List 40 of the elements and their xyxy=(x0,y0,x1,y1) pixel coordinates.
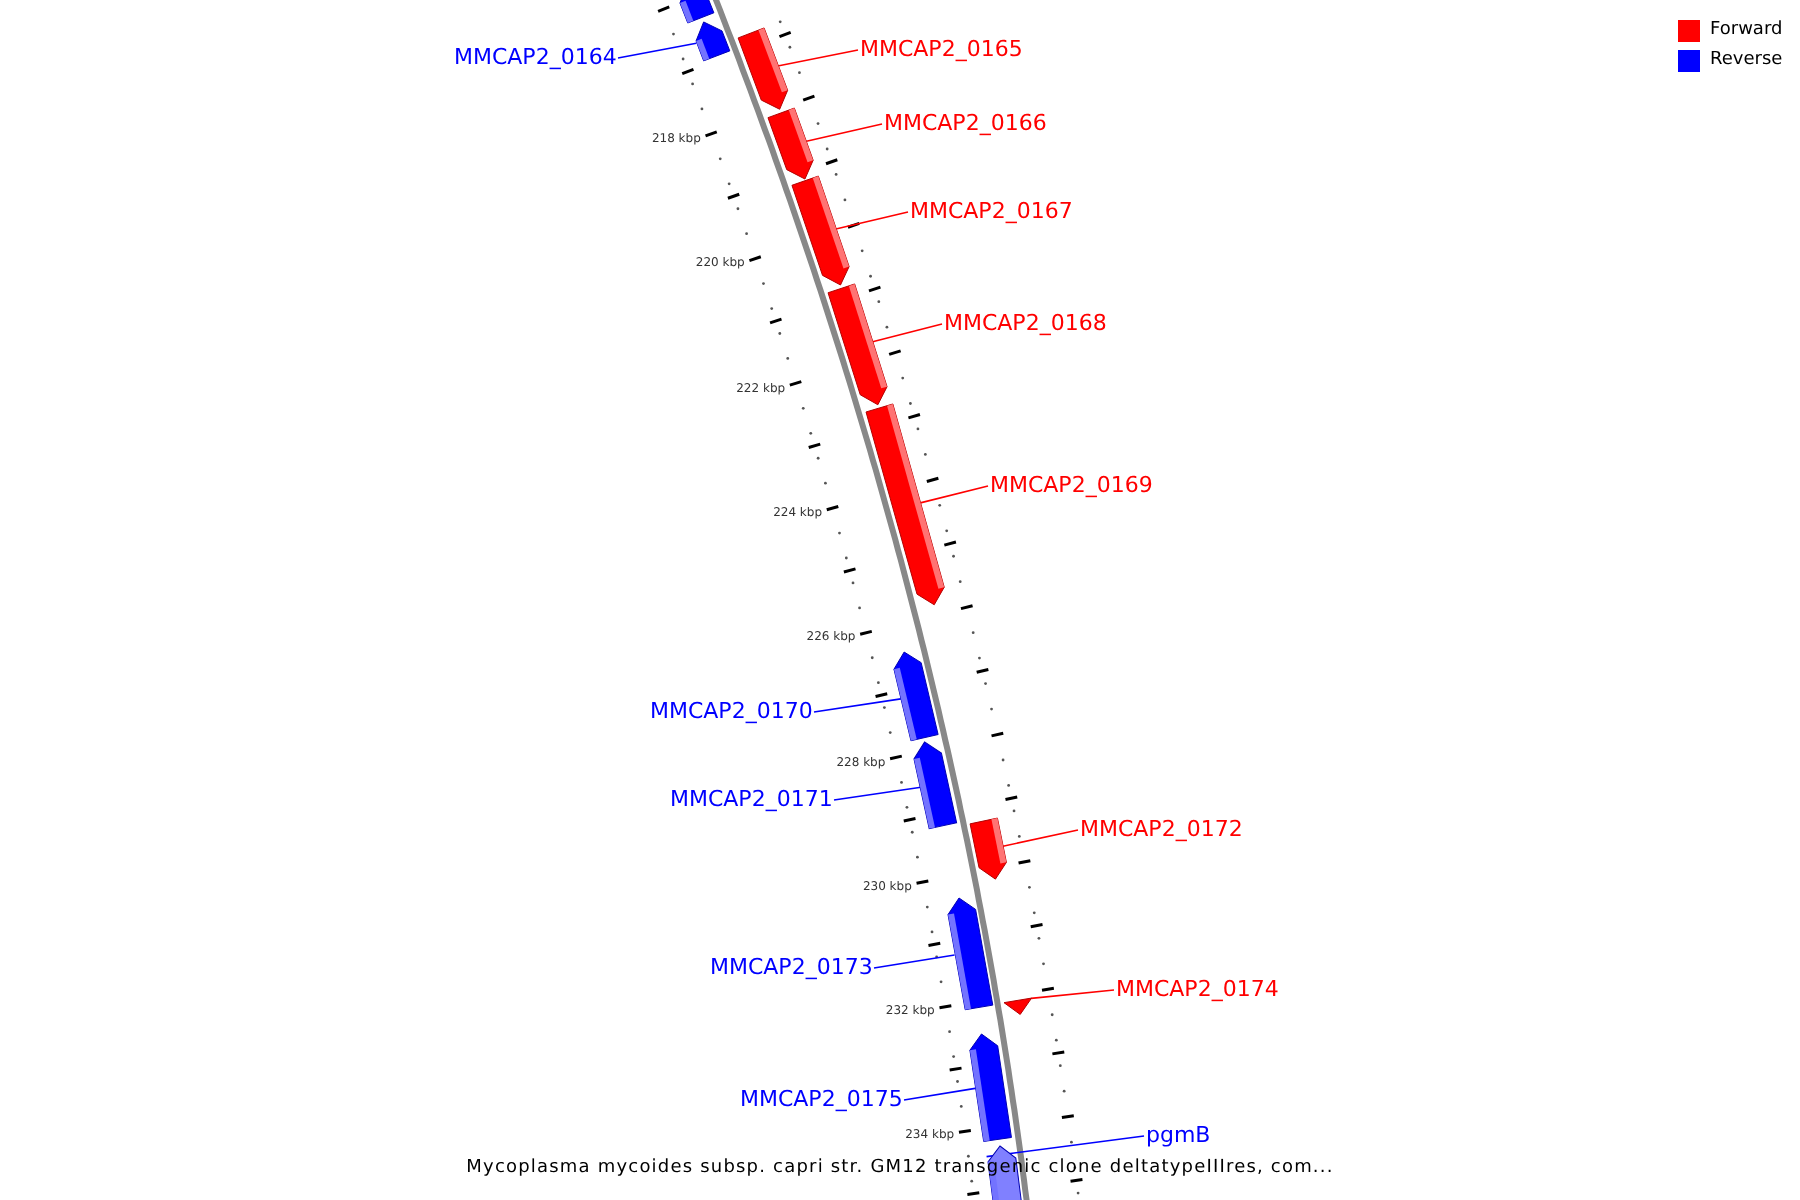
gene-label: MMCAP2_0173 xyxy=(710,953,873,979)
gene-feature xyxy=(695,21,729,60)
gene-feature xyxy=(767,108,813,180)
leader-line xyxy=(871,323,943,343)
leader-line xyxy=(1030,989,1115,1000)
gene-feature xyxy=(791,176,849,286)
gene-feature xyxy=(947,897,992,1010)
gene-label: MMCAP2_0170 xyxy=(650,697,813,723)
gene-label: MMCAP2_0165 xyxy=(860,35,1023,61)
leader-line xyxy=(835,211,909,230)
leader-line xyxy=(1002,829,1079,848)
gene-label: pgmB xyxy=(1146,1121,1211,1147)
gene-label: MMCAP2_0164 xyxy=(454,43,617,69)
gene-feature xyxy=(1003,998,1032,1015)
gene-label: MMCAP2_0169 xyxy=(990,471,1153,497)
gene-label: MMCAP2_0166 xyxy=(884,109,1047,135)
leader-line xyxy=(919,485,989,504)
leader-line xyxy=(903,1087,978,1101)
leader-line xyxy=(813,698,902,713)
gene-label: MMCAP2_0174 xyxy=(1116,975,1279,1001)
leader-line xyxy=(804,123,883,143)
leader-line xyxy=(617,42,698,59)
legend-label: Forward xyxy=(1710,18,1783,42)
gene-feature xyxy=(914,742,958,830)
gene-feature xyxy=(827,283,887,405)
gene-feature xyxy=(865,404,944,605)
leader-line xyxy=(985,1135,1145,1158)
leader-line xyxy=(873,954,956,969)
gene-label: MMCAP2_0171 xyxy=(670,785,833,811)
gene-feature xyxy=(969,817,1006,879)
gene-label: MMCAP2_0167 xyxy=(910,197,1073,223)
gene-label: MMCAP2_0168 xyxy=(944,309,1107,335)
leader-line xyxy=(833,786,922,801)
gene-label: MMCAP2_0175 xyxy=(740,1085,903,1111)
legend-label: Reverse xyxy=(1710,48,1783,72)
gene-label: MMCAP2_0172 xyxy=(1080,815,1243,841)
gene-feature xyxy=(893,652,938,742)
leader-line xyxy=(776,49,859,67)
gene-feature xyxy=(737,27,787,109)
gene-feature xyxy=(970,1033,1013,1141)
